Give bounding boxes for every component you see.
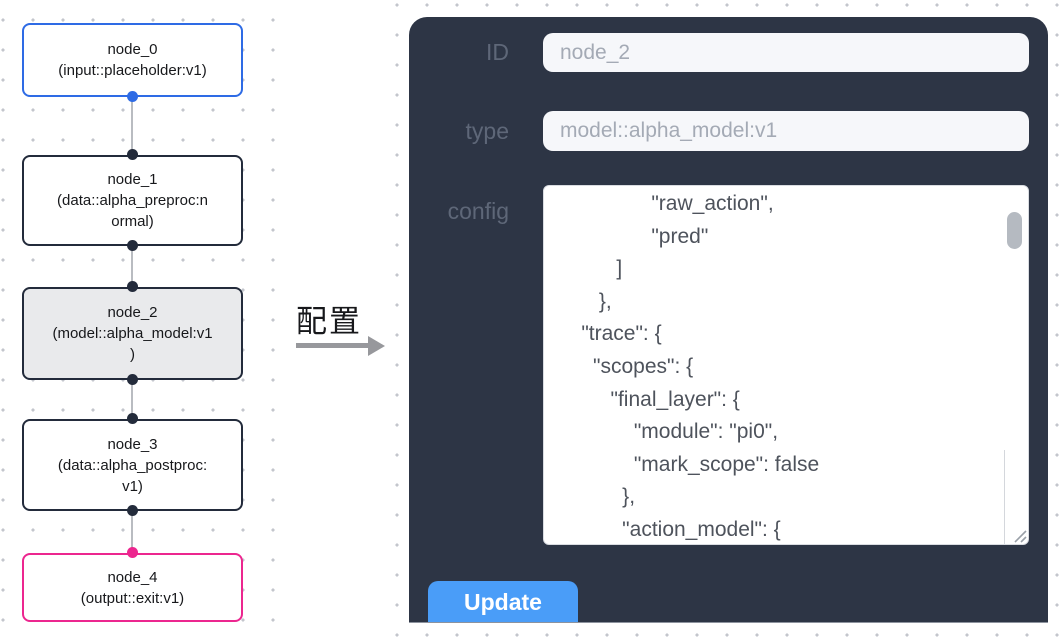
update-button[interactable]: Update bbox=[428, 581, 578, 622]
node_1-source-handle[interactable] bbox=[127, 240, 138, 251]
right-arrow-icon bbox=[296, 343, 370, 348]
id-input[interactable] bbox=[543, 33, 1029, 72]
node-node_2[interactable]: node_2 (model::alpha_model:v1 ) bbox=[22, 287, 243, 380]
node_4-target-handle[interactable] bbox=[127, 547, 138, 558]
edge-node_0-node_1 bbox=[131, 97, 133, 155]
node_2-target-handle[interactable] bbox=[127, 281, 138, 292]
edge-node_1-node_2 bbox=[131, 246, 133, 287]
edge-node_3-node_4 bbox=[131, 511, 133, 553]
node-node_4[interactable]: node_4 (output::exit:v1) bbox=[22, 553, 243, 622]
node_2-source-handle[interactable] bbox=[127, 374, 138, 385]
node_1-target-handle[interactable] bbox=[127, 149, 138, 160]
config-scrollbar-thumb[interactable] bbox=[1007, 212, 1022, 249]
resize-grip-icon[interactable] bbox=[1011, 527, 1027, 543]
id-field-label: ID bbox=[486, 39, 509, 65]
node-node_0[interactable]: node_0 (input::placeholder:v1) bbox=[22, 23, 243, 97]
config-json-text: "raw_action", "pred" ] }, "trace": { "sc… bbox=[581, 192, 820, 541]
type-input[interactable] bbox=[543, 111, 1029, 151]
config-scrollbar-track-divider bbox=[1004, 450, 1005, 544]
node-node_3[interactable]: node_3 (data::alpha_postproc: v1) bbox=[22, 419, 243, 511]
config-field-label: config bbox=[447, 198, 509, 224]
node_0-source-handle[interactable] bbox=[127, 91, 138, 102]
config-textarea[interactable]: "raw_action", "pred" ] }, "trace": { "sc… bbox=[543, 185, 1029, 545]
edge-node_2-node_3 bbox=[131, 380, 133, 419]
flow-canvas: node_0 (input::placeholder:v1) node_1 (d… bbox=[0, 0, 281, 643]
right-arrow-head-icon bbox=[368, 336, 385, 356]
node_3-source-handle[interactable] bbox=[127, 505, 138, 516]
config-arrow-label: 配置 bbox=[296, 304, 362, 339]
node-detail-panel: ID type config "raw_action", "pred" ] },… bbox=[409, 17, 1048, 623]
node_3-target-handle[interactable] bbox=[127, 413, 138, 424]
node-node_1[interactable]: node_1 (data::alpha_preproc:n ormal) bbox=[22, 155, 243, 246]
type-field-label: type bbox=[465, 118, 509, 144]
